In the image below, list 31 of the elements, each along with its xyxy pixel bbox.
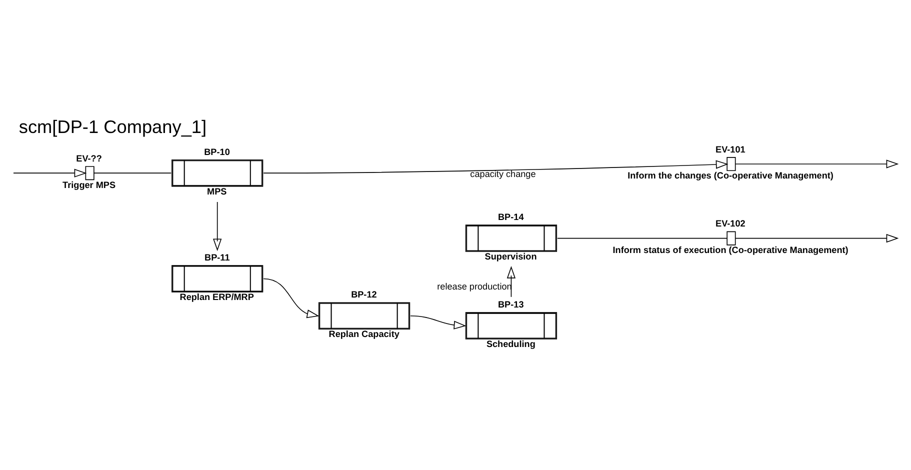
node-label: BP-10: [204, 146, 230, 157]
node-label: BP-14: [498, 212, 524, 222]
arrow: [13, 168, 87, 178]
node-label: EV-102: [716, 218, 746, 229]
node-label: Trigger MPS: [62, 180, 116, 190]
node-label: Replan ERP/MRP: [180, 292, 254, 302]
arrow: [410, 315, 466, 330]
node-label: EV-101: [716, 144, 746, 154]
arrow: [735, 160, 899, 168]
node-label: BP-13: [498, 299, 524, 310]
arrow: [213, 202, 222, 252]
connector: [94, 172, 172, 174]
node-label: EV-??: [76, 153, 102, 164]
node-label: Inform the changes (Co-operative Management): [628, 170, 834, 181]
connector: [557, 238, 728, 239]
diagram-title: scm[DP-1 Company_1]: [18, 117, 207, 138]
node-label: Supervision: [484, 252, 537, 262]
edge-label: capacity change: [470, 168, 536, 179]
node-box-text: [726, 157, 736, 172]
node-label: BP-12: [351, 290, 377, 300]
arrow: [735, 234, 899, 243]
arrow: [263, 278, 320, 318]
node-label: Inform status of execution (Co-operative Management): [612, 244, 848, 255]
node-label: MPS: [207, 186, 227, 196]
edge-label: release production: [437, 282, 512, 292]
node-box-text: [726, 231, 736, 246]
node-label: Scheduling: [486, 339, 536, 350]
node-label: Replan Capacity: [328, 329, 400, 340]
node-label: BP-11: [204, 252, 230, 262]
node-box-text: [85, 166, 94, 180]
arrow: [263, 160, 728, 174]
